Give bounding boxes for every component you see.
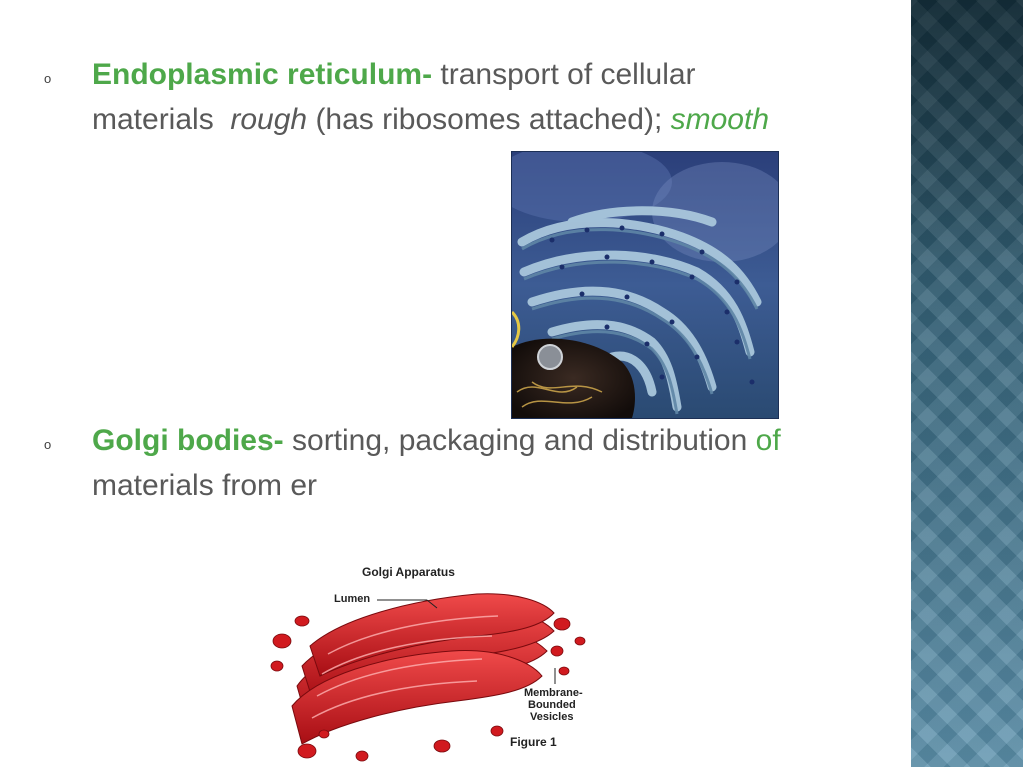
vesicles-label-line-2: Bounded [528,699,576,711]
golgi-figure-title: Golgi Apparatus [362,565,455,579]
bullet-endoplasmic-reticulum: o Endoplasmic reticulum- transport of ce… [44,52,964,142]
endoplasmic-reticulum-image [511,151,779,419]
bullet-line-1: Endoplasmic reticulum- transport of cell… [92,52,964,97]
vesicles-label-line-1: Membrane- [524,687,583,699]
bullet-circle-icon: o [44,437,52,452]
er-description-3: (has ribosomes attached); [307,103,671,136]
er-description-1: transport of cellular [432,58,696,91]
vesicles-label-line-3: Vesicles [530,711,574,723]
rough-word: rough [230,103,308,136]
figure-caption: Figure 1 [510,735,557,749]
er-illustration-icon [512,152,778,418]
bullet-golgi-bodies: o Golgi bodies- sorting, packaging and d… [44,418,964,508]
lumen-label: Lumen [334,593,371,605]
bullet-line-1: Golgi bodies- sorting, packaging and dis… [92,418,964,463]
golgi-of-word: of [755,424,781,457]
bullet-line-2: materials rough (has ribosomes attached)… [92,97,964,142]
golgi-illustration-icon [270,593,586,762]
bullet-circle-icon: o [44,71,52,86]
bullet-text: Endoplasmic reticulum- transport of cell… [92,52,964,142]
decorative-side-band [911,0,1023,767]
term-golgi-bodies: Golgi bodies- [92,424,284,457]
er-description-2: materials [92,103,231,136]
golgi-apparatus-figure: Golgi Apparatus Lumen Membrane- Bounded … [262,556,607,764]
term-endoplasmic-reticulum: Endoplasmic reticulum- [92,58,433,91]
smooth-word: smooth [670,103,770,136]
bullet-text: Golgi bodies- sorting, packaging and dis… [92,418,964,508]
golgi-description-1: sorting, packaging and distribution [283,424,756,457]
bullet-line-2: materials from er [92,463,964,508]
golgi-description-2: materials from er [92,469,318,502]
